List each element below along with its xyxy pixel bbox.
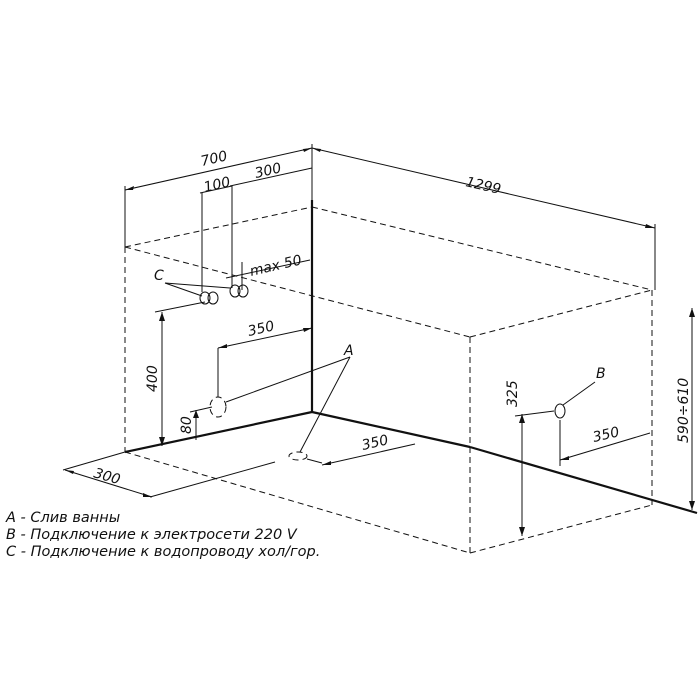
dim-max50-label: max 50: [248, 252, 303, 279]
dim-100-line: [199, 185, 233, 194]
dim-80-label: 80: [179, 416, 195, 434]
dim-350-right-label: 350: [591, 424, 621, 446]
arrow: [312, 148, 321, 152]
arrowheads: [65, 148, 695, 536]
arrow: [125, 186, 134, 190]
dimension-labels: 700 100 300 1299 max 50 350 400 80 350 3…: [92, 148, 692, 488]
tub-bottom-right: [469, 504, 653, 554]
leader-c-2: [164, 282, 231, 289]
floor-left-edge: [124, 410, 313, 454]
arrow: [322, 461, 331, 465]
tub-top-back: [311, 206, 653, 291]
dim-300-line: [229, 167, 313, 187]
arrow: [645, 224, 655, 228]
legend-item-a: A - Слив ванны: [6, 510, 121, 526]
dim-400-label: 400: [145, 365, 161, 392]
arrow: [159, 312, 165, 321]
dim-400-ext: [154, 301, 206, 313]
water-pipe-cold-end: [207, 291, 219, 305]
tub-top-back-left: [124, 206, 313, 248]
dim-325-label: 325: [505, 380, 521, 407]
water-pipe-hot: [229, 284, 241, 298]
arrow: [519, 527, 525, 536]
dim-590-610-label: 590÷610: [676, 378, 692, 443]
arrow: [689, 308, 695, 317]
drain-overflow: [209, 396, 227, 418]
bathtub-outline: [124, 206, 653, 554]
dim-350-right-line: [559, 432, 651, 461]
arrow: [143, 493, 152, 497]
dim-80-ext: [189, 406, 213, 413]
dim-max50-line: [225, 259, 311, 279]
arrow: [65, 470, 74, 474]
leader-a-1: [225, 356, 351, 403]
leader-c-1: [164, 282, 203, 297]
dim-300-floor-label: 300: [92, 465, 122, 488]
dim-300-top-label: 300: [253, 160, 283, 182]
dim-350-left-label: 350: [246, 318, 276, 340]
dim-300-floor: [62, 451, 276, 498]
marker-b: B: [596, 366, 606, 382]
dim-325-ext: [514, 410, 555, 417]
legend-item-c: C - Подключение к водопроводу хол/гор.: [6, 544, 321, 560]
leader-b: [562, 381, 596, 406]
electric-connection: [514, 308, 693, 536]
dim-1299-line: [311, 147, 656, 229]
dim-350-floor-label: 350: [360, 432, 390, 454]
water-connections: [164, 282, 249, 305]
leader-a-2: [299, 356, 351, 453]
arrow: [218, 344, 227, 348]
arrow: [560, 456, 569, 460]
floor-back-edge: [311, 410, 471, 449]
arrow: [303, 148, 312, 152]
dim-300-floor-ext-right: [149, 461, 276, 498]
arrow: [689, 501, 695, 510]
dim-350-floor: [306, 443, 416, 466]
dim-700-line: [124, 147, 313, 191]
dim-350-left-line: [217, 327, 313, 349]
dim-1299-label: 1299: [464, 174, 502, 198]
dim-300-floor-ext-left: [62, 451, 126, 471]
arrow: [193, 410, 199, 418]
dim-700-label: 700: [199, 148, 229, 170]
marker-labels: C A B: [154, 268, 606, 382]
arrow: [303, 328, 312, 332]
arrow: [159, 437, 165, 446]
arrow: [519, 414, 525, 423]
drain-connections: [189, 327, 351, 461]
marker-c: C: [154, 268, 164, 284]
electric-socket: [554, 403, 566, 419]
dim-350-floor-ext: [306, 458, 323, 464]
water-pipe-cold: [199, 291, 211, 305]
marker-a: A: [343, 343, 354, 359]
dim-400: [154, 301, 206, 446]
water-pipe-hot-end: [237, 284, 249, 298]
drain-outlet: [288, 451, 308, 461]
legend-item-b: B - Подключение к электросети 220 V: [6, 527, 297, 543]
dim-100-label: 100: [202, 174, 232, 196]
floor-right-edge: [469, 445, 698, 515]
legend: A - Слив ванны B - Подключение к электро…: [6, 510, 320, 561]
dim-300-floor-line: [64, 469, 153, 498]
dim-350-floor-line: [321, 443, 416, 466]
solid-edges: [124, 200, 698, 515]
tub-top-right: [469, 289, 653, 338]
